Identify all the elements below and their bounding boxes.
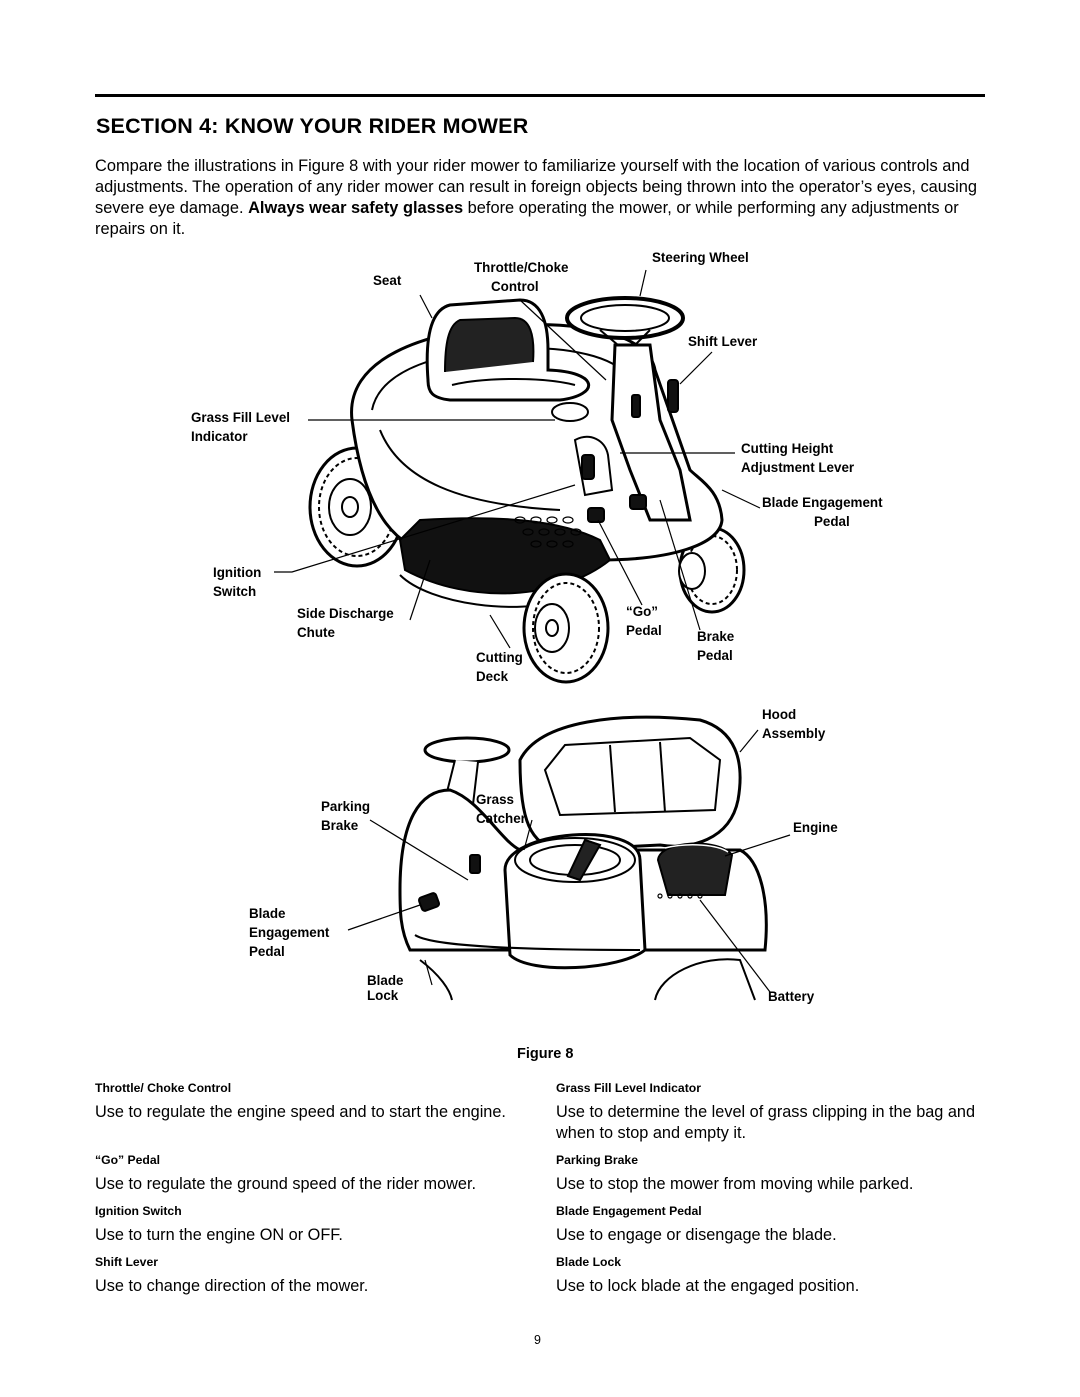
intro-paragraph: Compare the illustrations in Figure 8 wi… <box>95 156 995 240</box>
label-seat: Seat <box>373 273 402 288</box>
description-text: Use to change direction of the mower. <box>95 1277 369 1295</box>
label-battery: Battery <box>768 989 815 1004</box>
label-line: Side Discharge <box>297 606 394 621</box>
description-text: Use to stop the mower from moving while … <box>556 1175 914 1193</box>
label-line: Assembly <box>762 726 826 741</box>
description-heading: Ignition Switch <box>95 1204 182 1218</box>
description-heading: Throttle/ Choke Control <box>95 1081 232 1095</box>
intro-text-end: before operating the mower, or while per… <box>95 199 959 238</box>
description-item: Ignition Switch Use to turn the engine O… <box>95 1204 525 1246</box>
label-line: Indicator <box>191 429 248 444</box>
bottom-leader-lines <box>347 729 791 993</box>
description-item: Blade Engagement Pedal Use to engage or … <box>556 1204 986 1246</box>
label-line: Engagement <box>249 925 330 940</box>
description-heading: Shift Lever <box>95 1255 158 1269</box>
description-text: Use to lock blade at the engaged positio… <box>556 1277 860 1295</box>
description-text: Use to regulate the ground speed of the … <box>95 1175 477 1193</box>
label-line: Pedal <box>697 648 733 663</box>
label-line: Cutting <box>476 650 523 665</box>
description-item: “Go” Pedal Use to regulate the ground sp… <box>95 1153 525 1195</box>
label-steering-wheel: Steering Wheel <box>652 250 749 265</box>
intro-text: Compare the illustrations in Figure 8 wi… <box>95 157 977 217</box>
label-line: “Go” <box>626 604 658 619</box>
label-line: Cutting Height <box>741 441 834 456</box>
label-line: Throttle/Choke <box>474 260 569 275</box>
label-line: Grass <box>476 792 514 807</box>
label-line: Brake <box>321 818 359 833</box>
section-title: SECTION 4: KNOW YOUR RIDER MOWER <box>96 114 529 138</box>
description-text: Use to regulate the engine speed and to … <box>95 1103 506 1121</box>
description-heading: Grass Fill Level Indicator <box>556 1081 701 1095</box>
label-line: Blade <box>367 973 404 988</box>
description-heading: Blade Engagement Pedal <box>556 1204 702 1218</box>
page-number: 9 <box>534 1333 541 1347</box>
label-line: Blade Engagement <box>762 495 883 510</box>
description-item: Grass Fill Level Indicator Use to determ… <box>556 1081 986 1144</box>
description-text: Use to engage or disengage the blade. <box>556 1226 837 1244</box>
label-line: Deck <box>476 669 509 684</box>
label-line: Pedal <box>249 944 285 959</box>
label-engine: Engine <box>793 820 838 835</box>
description-heading: Blade Lock <box>556 1255 622 1269</box>
label-line: Control <box>491 279 539 294</box>
description-item: Shift Lever Use to change direction of t… <box>95 1255 525 1297</box>
figure-caption: Figure 8 <box>517 1046 574 1062</box>
label-go-pedal: “Go” Pedal <box>626 602 662 640</box>
label-line: Blade <box>249 906 286 921</box>
label-shift-lever: Shift Lever <box>688 334 758 349</box>
label-line: Adjustment Lever <box>741 460 855 475</box>
label-line: Ignition <box>213 565 262 580</box>
label-line: Pedal <box>626 623 662 638</box>
rider-mower-illustration <box>274 269 791 1001</box>
top-rule <box>95 94 985 97</box>
top-leader-lines <box>274 269 761 649</box>
description-item: Throttle/ Choke Control Use to regulate … <box>95 1081 525 1123</box>
description-heading: “Go” Pedal <box>95 1153 161 1167</box>
intro-bold-warning: Always wear safety glasses <box>248 199 464 217</box>
description-heading: Parking Brake <box>556 1153 638 1167</box>
mower-rear-view <box>398 715 768 1001</box>
label-line: Catcher <box>476 811 526 826</box>
label-line: Grass Fill Level <box>191 410 290 425</box>
label-line: Switch <box>213 584 257 599</box>
description-text: Use to determine the level of grass clip… <box>556 1103 976 1142</box>
mower-front-view <box>308 296 746 684</box>
label-line: Chute <box>297 625 335 640</box>
description-text: Use to turn the engine ON or OFF. <box>95 1226 343 1244</box>
label-line: Brake <box>697 629 735 644</box>
label-line: Pedal <box>814 514 850 529</box>
description-item: Blade Lock Use to lock blade at the enga… <box>556 1255 986 1297</box>
label-line: Lock <box>367 988 399 1003</box>
label-line: Parking <box>321 799 371 814</box>
description-item: Parking Brake Use to stop the mower from… <box>556 1153 986 1195</box>
label-line: Hood <box>762 707 797 722</box>
